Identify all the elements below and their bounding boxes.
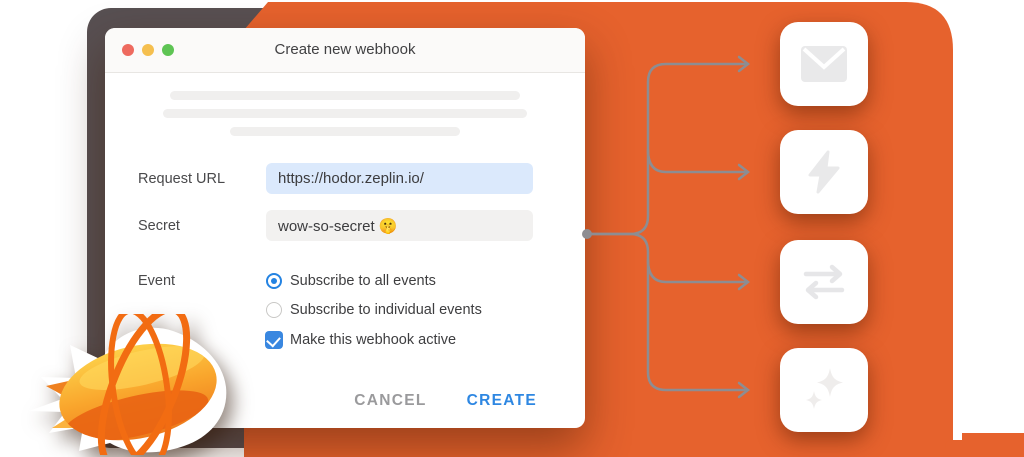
radio-individual-events[interactable] — [266, 302, 282, 318]
lightning-icon — [808, 150, 840, 194]
transfer-card — [780, 240, 868, 324]
secret-label: Secret — [138, 218, 180, 234]
request-url-label: Request URL — [138, 171, 226, 187]
zeplin-logo — [29, 314, 227, 455]
zoom-window-button[interactable] — [162, 44, 174, 56]
active-checkbox-label: Make this webhook active — [290, 332, 457, 348]
radio-all-events-label: Subscribe to all events — [290, 273, 436, 289]
dialog-title: Create new webhook — [274, 41, 416, 58]
dialog-titlebar: Create new webhook — [105, 28, 585, 73]
sparkles-icon — [806, 368, 843, 409]
skeleton-line — [230, 127, 460, 136]
close-window-button[interactable] — [122, 44, 134, 56]
transfer-arrows-icon — [803, 264, 845, 300]
event-label: Event — [138, 273, 176, 289]
create-button[interactable]: CREATE — [465, 388, 539, 414]
cancel-button[interactable]: CANCEL — [352, 388, 428, 414]
request-url-input[interactable] — [266, 163, 533, 194]
mail-icon — [801, 46, 847, 82]
mail-card — [780, 22, 868, 106]
lightning-card — [780, 130, 868, 214]
radio-individual-events-label: Subscribe to individual events — [290, 302, 482, 318]
skeleton-line — [170, 91, 520, 100]
secret-input[interactable] — [266, 210, 533, 241]
sparkles-card — [780, 348, 868, 432]
minimize-window-button[interactable] — [142, 44, 154, 56]
active-checkbox[interactable] — [265, 331, 283, 349]
skeleton-line — [163, 109, 527, 118]
dialog-actions: CANCEL CREATE — [352, 388, 539, 414]
radio-all-events[interactable] — [266, 273, 282, 289]
